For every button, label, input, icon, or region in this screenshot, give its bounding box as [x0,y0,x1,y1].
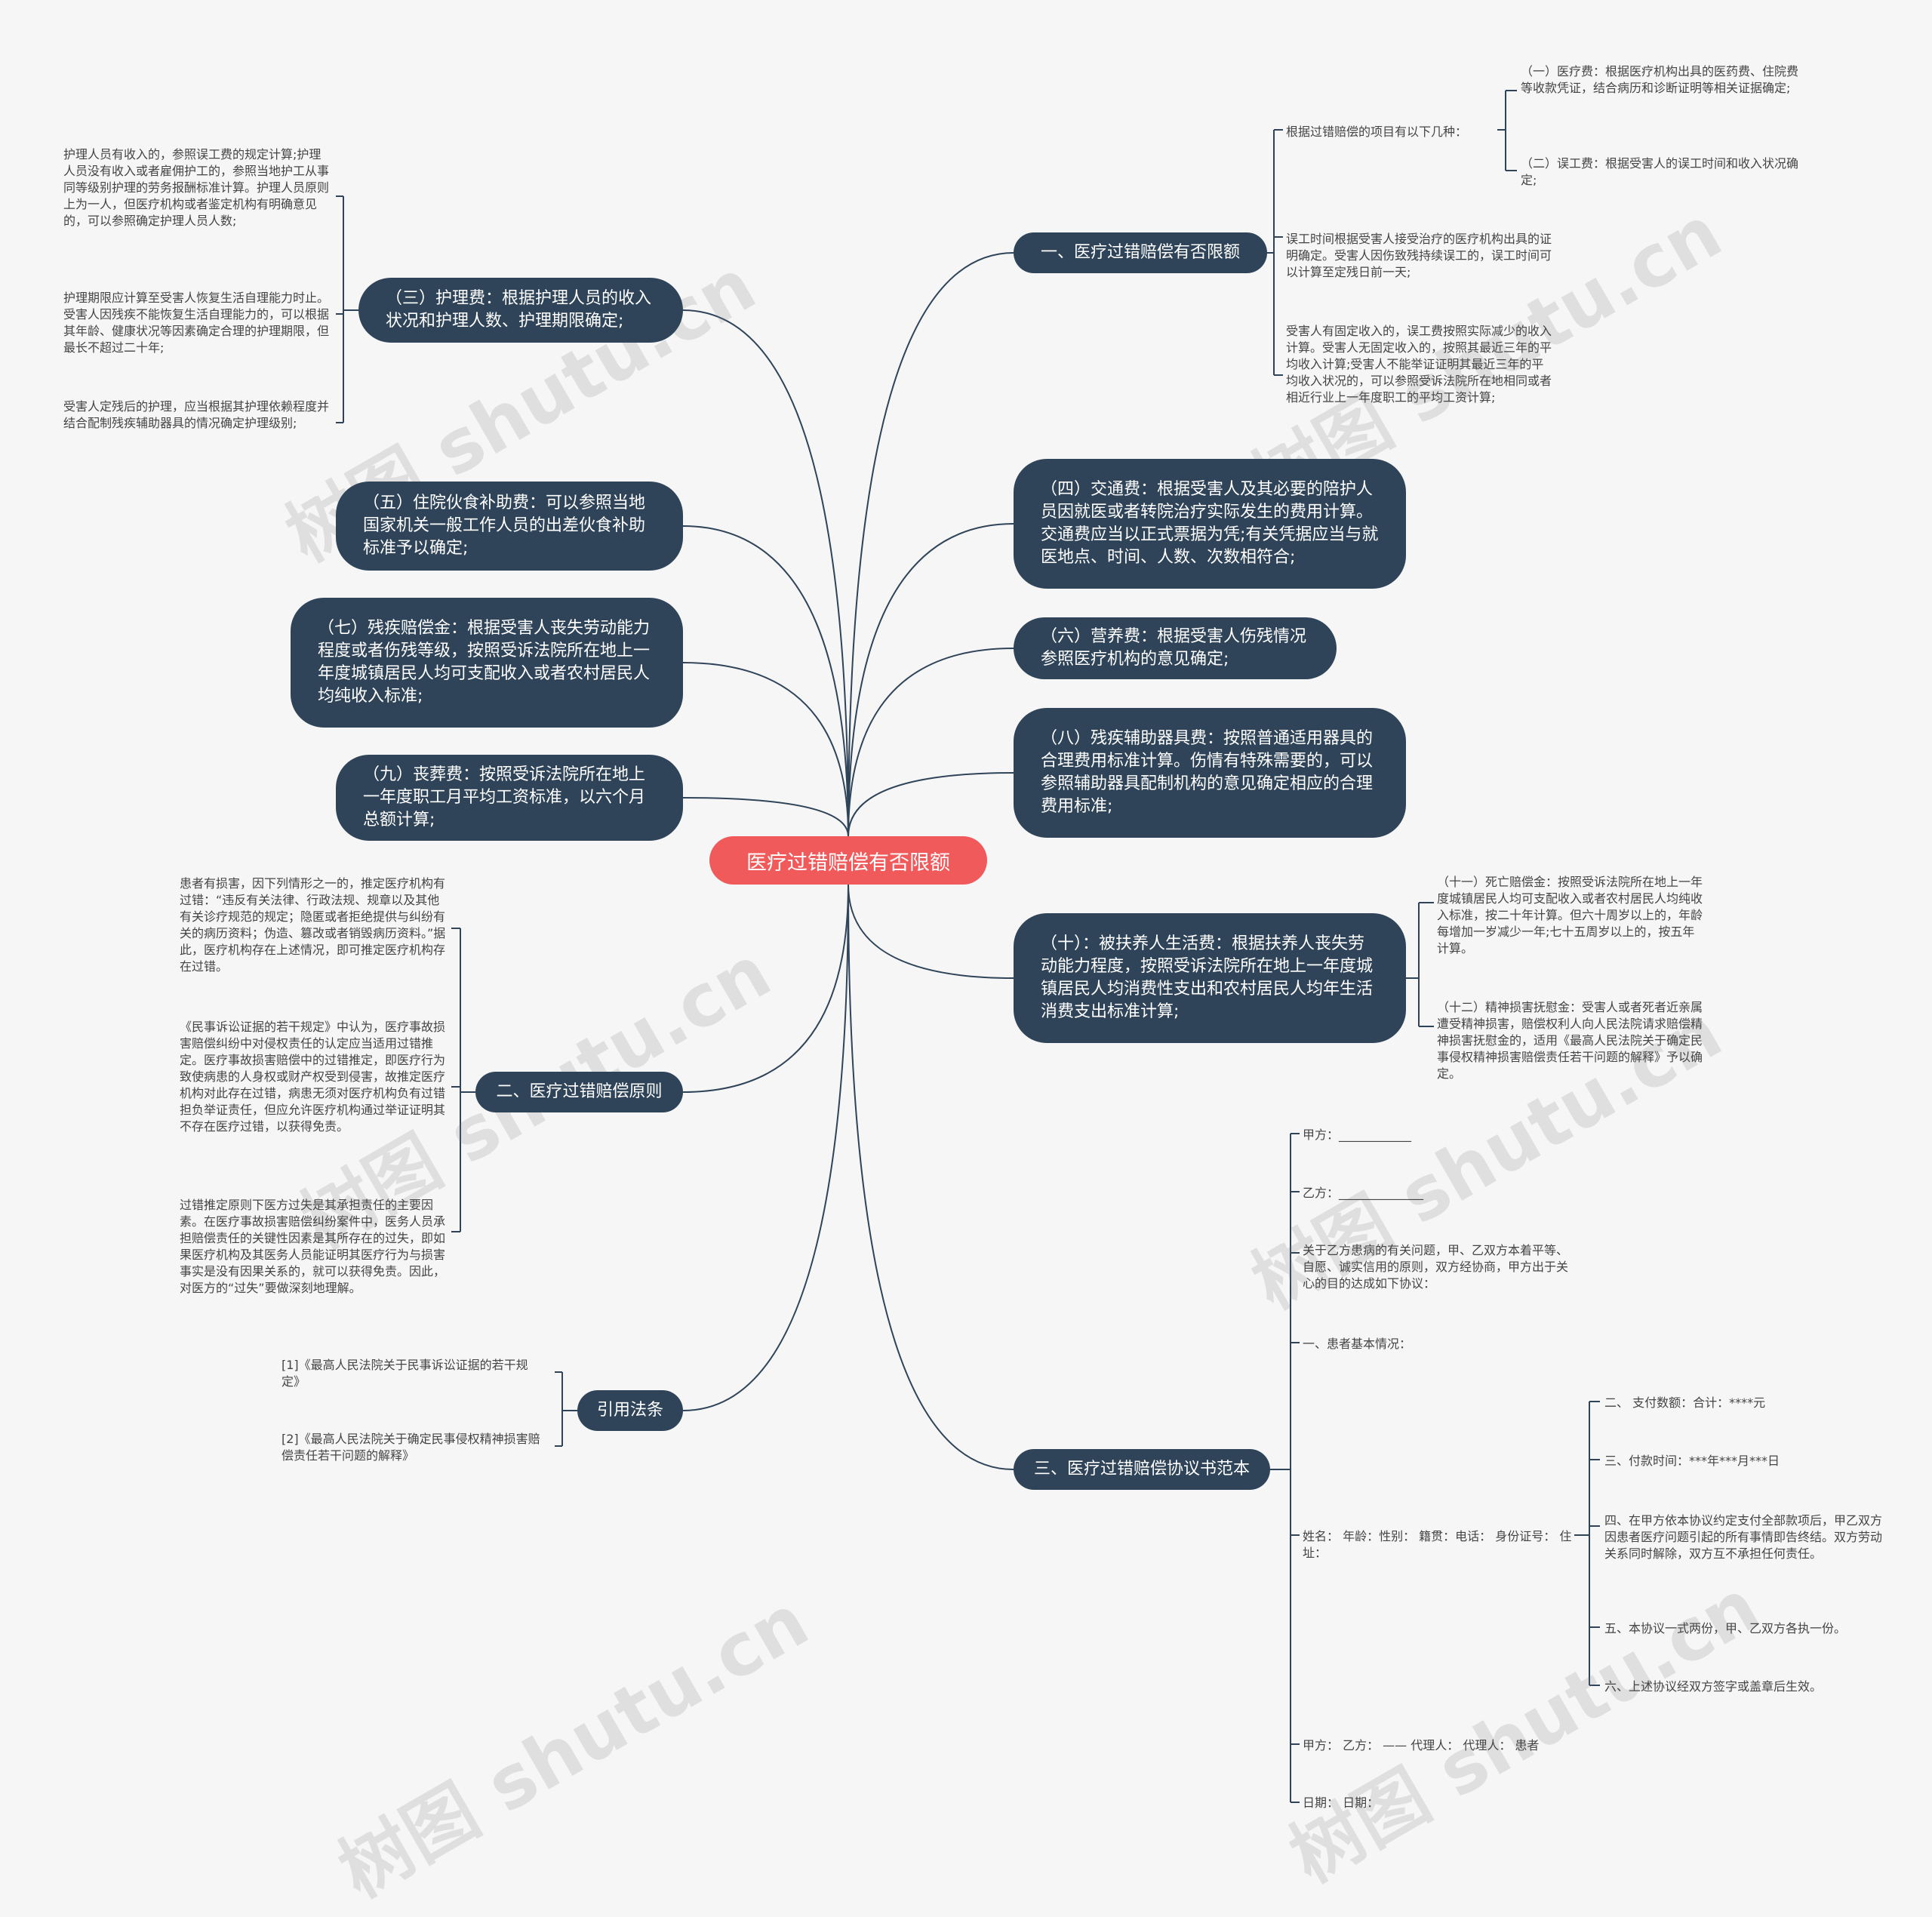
leaf-party-b: 乙方：______________ [1303,1186,1424,1200]
leaf-dates: 日期： 日期： [1303,1795,1380,1810]
branch-transport-fee-node[interactable]: （四）交通费：根据受害人及其必要的陪护人员因就医或者转院治疗实际发生的费用计算。… [1014,459,1406,589]
edge-root-right-4 [848,884,1014,979]
leaf-term-2: 二、 支付数额：合计：****元 [1604,1395,1766,1410]
leaf-principle-2: 《民事诉讼证据的若干规定》中认为，医疗事故损害赔偿纠纷中对侵权责任的认定应当适用… [180,1020,446,1134]
edge-root-left-0 [682,309,849,837]
leaf-citation-2: [2]《最高人民法院关于确定民事侵权精神损害赔偿责任若干问题的解释》 [281,1432,540,1463]
leaf-term-5: 五、本协议一式两份，甲、乙双方各执一份。 [1604,1621,1847,1635]
edge-root-left-2 [682,662,849,837]
leaf-principle-1: 患者有损害，因下列情形之一的，推定医疗机构有过错：“违反有关法律、行政法规、规章… [180,876,446,974]
edge-root-left-1 [682,525,849,837]
branch-meal-subsidy-node[interactable]: （五）住院伙食补助费：可以参照当地国家机关一般工作人员的出差伙食补助标准予以确定… [336,482,683,571]
edge-root-right-5 [848,884,1014,1470]
branch-disability-comp-node[interactable]: （七）残疾赔偿金：根据受害人丧失劳动能力程度或者伤残等级，按照受诉法院所在地上一… [291,598,683,728]
leaf-death-comp: （十一）死亡赔偿金：按照受诉法院所在地上一年度城镇居民人均可支配收入或者农村居民… [1437,875,1703,955]
edge-root-left-3 [682,797,849,837]
branch-agreement-node[interactable]: 三、医疗过错赔偿协议书范本 [1014,1449,1270,1490]
leaf-principle-3: 过错推定原则下医方过失是其承担责任的主要因素。在医疗事故损害赔偿纠纷案件中，医务… [180,1198,446,1295]
leaf-party-a: 甲方：____________ [1303,1128,1412,1142]
leaf-term-6: 六、上述协议经双方签字或盖章后生效。 [1604,1679,1823,1694]
branch-funeral-fee-node[interactable]: （九）丧葬费：按照受诉法院所在地上一年度职工月平均工资标准，以六个月总额计算; [336,755,683,841]
edge-root-right-3 [848,772,1014,837]
branch-dependent-living-node[interactable]: （十）：被扶养人生活费：根据扶养人丧失劳动能力程度，按照受诉法院所在地上一年度城… [1014,913,1406,1043]
leaf-preface: 关于乙方患病的有关问题，甲、乙双方本着平等、自愿、诚实信用的原则，双方经协商，甲… [1303,1243,1569,1291]
root-node[interactable]: 医疗过错赔偿有否限额 [709,836,987,885]
leaf-signatures: 甲方： 乙方： —— 代理人： 代理人： 患者 [1303,1738,1540,1752]
leaf-person-info: 姓名： 年龄：性别： 籍贯：电话： 身份证号： 住 址： [1303,1529,1572,1560]
branch-limit-node[interactable]: 一、医疗过错赔偿有否限额 [1014,232,1267,273]
branch-aid-device-fee-node[interactable]: （八）残疾辅助器具费：按照普通适用器具的合理费用标准计算。伤情有特殊需要的，可以… [1014,708,1406,838]
leaf-mental-damage: （十二）精神损害抚慰金：受害人或者死者近亲属遭受精神损害，赔偿权利人向人民法院请… [1437,1000,1703,1081]
branch-nutrition-fee-node[interactable]: （六）营养费：根据受害人伤残情况参照医疗机构的意见确定; [1014,617,1337,679]
leaf-term-4: 四、在甲方依本协议约定支付全部款项后，甲乙双方因患者医疗问题引起的所有事情即告终… [1604,1513,1883,1561]
leaf-b1-income-calc: 受害人有固定收入的，误工费按照实际减少的收入计算。受害人无固定收入的，按照其最近… [1286,324,1552,405]
leaf-b1-medical-fee: （一）医疗费：根据医疗机构出具的医药费、住院费等收款凭证，结合病历和诊断证明等相… [1521,64,1799,95]
branch-principle-node[interactable]: 二、医疗过错赔偿原则 [475,1072,683,1112]
edge-root-right-2 [848,648,1014,837]
leaf-b1-intro: 根据过错赔偿的项目有以下几种： [1286,125,1468,139]
connector-lines [336,90,1600,1803]
leaf-care-1: 护理人员有收入的，参照误工费的规定计算;护理人员没有收入或者雇佣护工的，参照当地… [63,147,330,228]
branch-care-fee-node[interactable]: （三）护理费：根据护理人员的收入状况和护理人数、护理期限确定; [358,278,683,343]
leaf-care-2: 护理期限应计算至受害人恢复生活自理能力时止。受害人因残疾不能恢复生活自理能力的，… [63,291,330,355]
leaf-b1-lost-work-fee: （二）误工费：根据受害人的误工时间和收入状况确定; [1521,156,1799,187]
leaf-basic-info: 一、患者基本情况： [1303,1337,1412,1351]
edge-root-right-0 [848,252,1014,837]
leaf-term-3: 三、付款时间：***年***月***日 [1604,1454,1780,1468]
edge-root-left-5 [682,884,849,1411]
branch-citation-node[interactable]: 引用法条 [577,1390,683,1431]
leaf-b1-lost-work-time: 误工时间根据受害人接受治疗的医疗机构出具的证明确定。受害人因伤致残持续误工的，误… [1286,232,1552,279]
edge-root-left-4 [682,884,849,1093]
leaf-care-3: 受害人定残后的护理，应当根据其护理依赖程度并结合配制残疾辅助器具的情况确定护理级… [63,399,330,430]
leaf-citation-1: [1]《最高人民法院关于民事诉讼证据的若干规定》 [281,1358,528,1389]
edge-root-right-1 [848,523,1014,837]
